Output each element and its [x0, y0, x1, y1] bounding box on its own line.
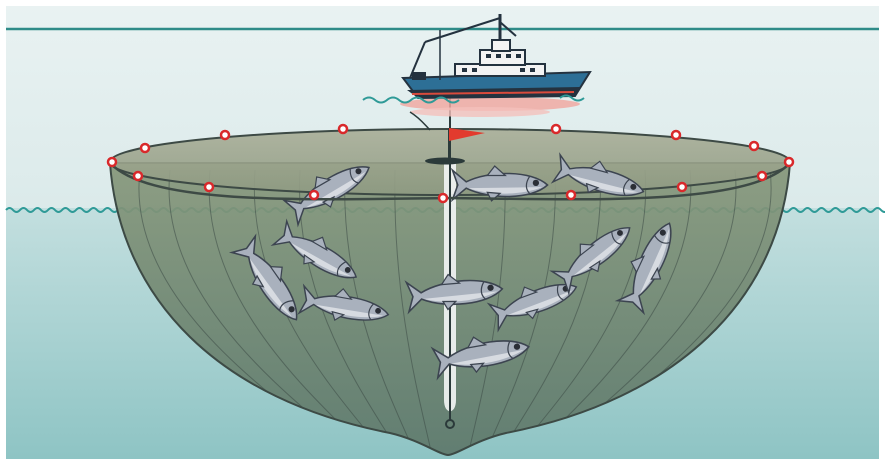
cork-float-icon: [750, 142, 758, 150]
cork-float-icon: [108, 158, 116, 166]
cork-float-icon: [785, 158, 793, 166]
vessel-reflection: [410, 107, 550, 117]
cork-float-icon: [310, 191, 318, 199]
purse-ring-icon: [425, 158, 465, 165]
cork-float-icon: [672, 131, 680, 139]
cork-float-icon: [221, 131, 229, 139]
cork-float-icon: [205, 183, 213, 191]
cork-float-icon: [141, 144, 149, 152]
cork-float-icon: [439, 194, 447, 202]
cork-float-icon: [758, 172, 766, 180]
cork-float-icon: [134, 172, 142, 180]
cork-float-icon: [552, 125, 560, 133]
cork-float-icon: [567, 191, 575, 199]
cork-float-icon: [678, 183, 686, 191]
cork-float-icon: [339, 125, 347, 133]
